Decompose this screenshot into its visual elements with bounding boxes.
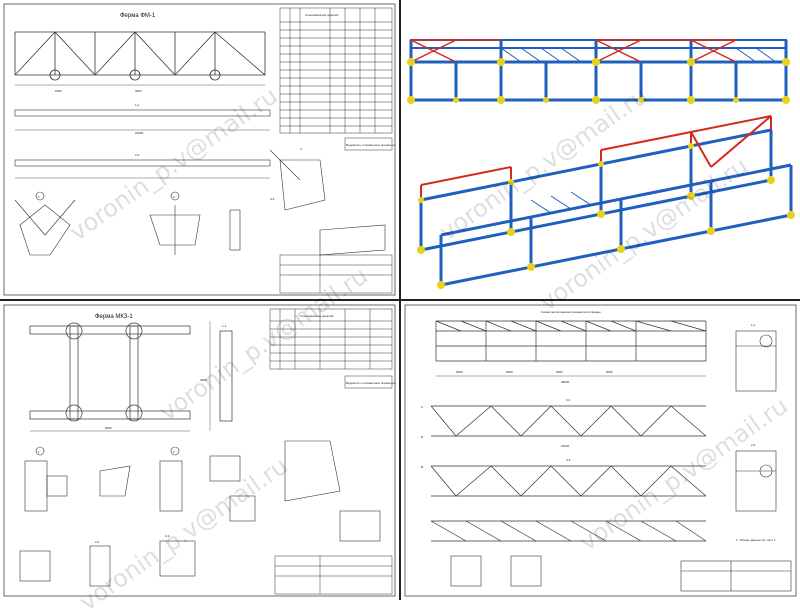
dim-1: 6000 [456, 370, 463, 374]
scheme-elevation [435, 320, 707, 377]
node-mark-2: 2 [173, 450, 175, 454]
section-mark-1: 1-1 [222, 324, 227, 328]
bracing-drawing-sheet: Ферма МКЗ-1 6000 3000 1-1 [0, 301, 399, 600]
node-mark-1: 1 [38, 450, 40, 454]
dim-1: 1500 [55, 89, 62, 93]
truss-drawing-sheet: Ферма ФМ-1 1-1 2-2 3-3 1500 3000 2 [0, 0, 399, 299]
axis-letter-b: Б [421, 435, 423, 439]
spec-table [269, 308, 393, 595]
node-mark-1: 1 [38, 195, 40, 199]
section-mark-3: 3-3 [165, 534, 170, 538]
node-mark-2: 2 [173, 195, 175, 199]
dim-4: 6000 [606, 370, 613, 374]
section-mark-3: 3-3 [566, 398, 571, 402]
sheet-title: Схема расположения элементов эстакады [541, 310, 601, 314]
bottom-note: 1. Общие данные см. лист 1 [736, 538, 776, 542]
truss-elevation [14, 31, 266, 86]
dim-3: 24000 [135, 131, 144, 135]
node-details [19, 440, 381, 587]
dim-2: 3000 [135, 89, 142, 93]
section-mark-1: 1-1 [751, 323, 756, 327]
model-isometric [417, 115, 795, 289]
section-mark-2: 2-2 [751, 443, 756, 447]
footer-note: Ведомость отправочных элементов [346, 381, 396, 385]
sheet-title: Ферма МКЗ-1 [95, 314, 133, 320]
section-mark-2: 2-2 [135, 153, 140, 157]
footer-note: Ведомость отправочных элементов [346, 143, 396, 147]
spec-table [279, 7, 393, 294]
section-mark-1: 1-1 [135, 103, 140, 107]
scheme-plans [430, 405, 707, 542]
section-mark-4: 4-4 [566, 458, 571, 462]
section-views [14, 109, 271, 179]
dim-5: 36000 [561, 380, 570, 384]
dim-2: 6000 [506, 370, 513, 374]
table-title: Спецификация деталей [305, 13, 339, 17]
scheme-drawing: Схема расположения элементов эстакады [404, 304, 797, 597]
node-mark-3: 3 [300, 147, 302, 151]
sheet-title: Ферма ФМ-1 [120, 13, 156, 19]
dim-2: 3000 [200, 378, 207, 382]
model-render [407, 39, 795, 289]
bracing-elevation [29, 321, 233, 432]
section-mark-2: 2-2 [95, 540, 100, 544]
dim-1: 6000 [105, 426, 112, 430]
frame-3d-model [401, 0, 800, 299]
bracing-drawing: Ферма МКЗ-1 6000 3000 1-1 [3, 304, 396, 597]
model-elevation [407, 39, 790, 104]
scheme-sections [450, 330, 792, 592]
node-details [14, 149, 386, 256]
truss-drawing: Ферма ФМ-1 1-1 2-2 3-3 1500 3000 2 [3, 3, 396, 296]
dim-6: 24000 [561, 444, 570, 448]
section-mark-3: 3-3 [270, 197, 275, 201]
axis-letter-v: В [421, 465, 423, 469]
scheme-drawing-sheet: Схема расположения элементов эстакады [401, 301, 800, 600]
sheet-divider-horizontal [0, 299, 800, 301]
dim-3: 6000 [556, 370, 563, 374]
axis-letter-a: А [421, 405, 423, 409]
table-title: Спецификация деталей [300, 314, 334, 318]
